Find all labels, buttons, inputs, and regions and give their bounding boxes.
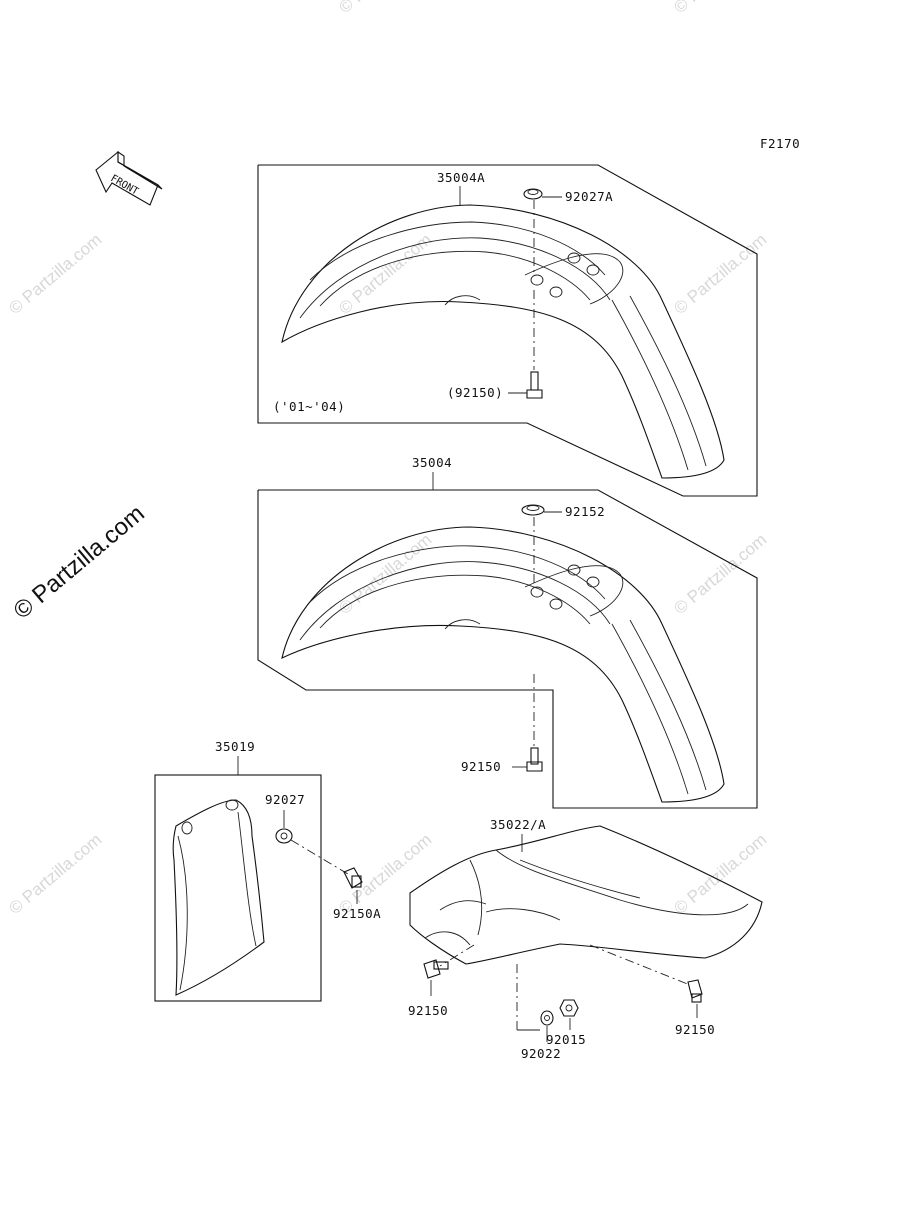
bolt-92150-rear-right-icon — [687, 979, 703, 1003]
callout-92027a: 92027A — [565, 189, 613, 204]
callout-35019: 35019 — [215, 739, 255, 754]
watermark: © Partzilla.com — [670, 230, 770, 318]
callout-35004: 35004 — [412, 455, 452, 470]
callout-92150-paren: (92150) — [447, 385, 503, 400]
cap-92027-icon — [275, 828, 293, 844]
callout-35022a: 35022/A — [490, 817, 546, 832]
rear-fender-illustration — [409, 825, 763, 965]
watermark-main: © Partzilla.com — [9, 500, 150, 625]
front-fender-illustration — [281, 526, 725, 803]
side-cover-illustration — [172, 799, 265, 996]
nut-92015-icon — [559, 999, 579, 1017]
cap-92027a-icon — [523, 188, 543, 200]
panel-front-fender-a: 35004A 92027A (92150) ('01~'04) — [257, 164, 758, 497]
callout-92150-rear-right: 92150 — [675, 1022, 715, 1037]
callout-92015: 92015 — [546, 1032, 586, 1047]
cap-92152-icon — [521, 504, 545, 516]
callout-92150-front: 92150 — [461, 759, 501, 774]
callout-92152: 92152 — [565, 504, 605, 519]
front-arrow-icon: FRONT — [95, 150, 163, 206]
year-note: ('01~'04) — [273, 399, 345, 414]
watermark: © Partzilla.com — [335, 0, 435, 17]
figure-code: F2170 — [760, 136, 800, 151]
bolt-92150a-icon — [343, 867, 363, 889]
bolt-92150-a-icon — [526, 371, 543, 399]
washer-92022-icon — [540, 1010, 554, 1026]
panel-front-fender: 35004 92152 92150 — [257, 455, 758, 809]
callout-92150a: 92150A — [333, 906, 381, 921]
panel-rear-fender: 35022/A 92150 92150 — [408, 817, 763, 1061]
callout-92022: 92022 — [521, 1046, 561, 1061]
watermark: © Partzilla.com — [5, 230, 105, 318]
bolt-92150-rear-left-icon — [423, 959, 449, 979]
callout-35004a: 35004A — [437, 170, 485, 185]
watermark: © Partzilla.com — [335, 530, 435, 618]
front-fender-a-illustration — [281, 204, 725, 479]
front-label: FRONT — [109, 173, 141, 198]
watermark: © Partzilla.com — [335, 230, 435, 318]
watermark: © Partzilla.com — [335, 830, 435, 918]
watermark: © Partzilla.com — [5, 830, 105, 918]
panel-side-cover: 35019 92027 92150A — [154, 739, 381, 1002]
watermark: © Partzilla.com — [670, 530, 770, 618]
bolt-92150-front-icon — [526, 747, 543, 772]
watermark: © Partzilla.com — [670, 0, 770, 17]
callout-92150-rear-left: 92150 — [408, 1003, 448, 1018]
callout-92027: 92027 — [265, 792, 305, 807]
watermark: © Partzilla.com — [670, 830, 770, 918]
